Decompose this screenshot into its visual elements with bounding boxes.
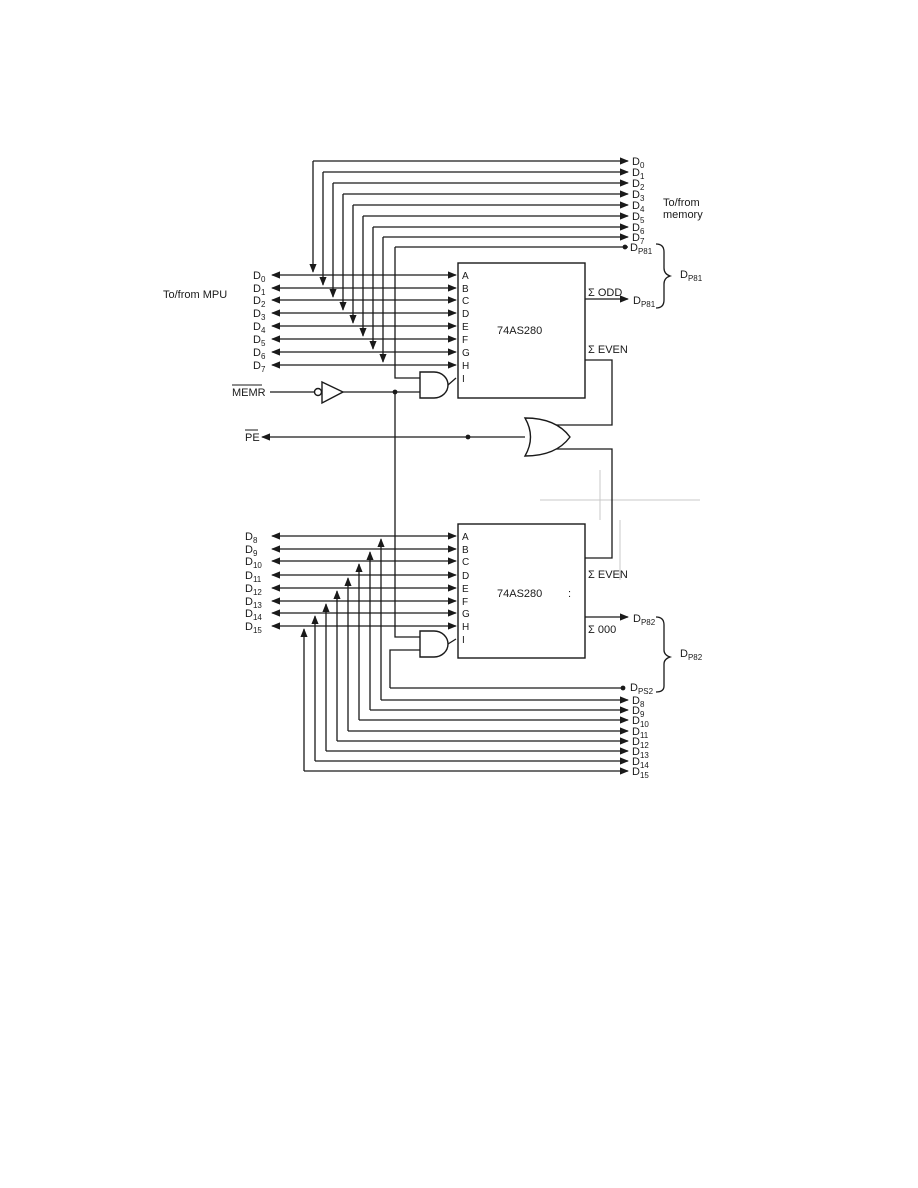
memr-inverter-buffer <box>321 380 345 405</box>
dp81-out-label: DP81 <box>633 295 656 309</box>
dps2-to-bottom-and <box>389 649 420 688</box>
memory-bit-label-d13: D13 <box>632 746 649 760</box>
mpu-bit-label-d3: D3 <box>253 308 266 322</box>
mpu-bit-label-d1: D1 <box>253 283 266 297</box>
dp81-junction <box>622 244 628 250</box>
memr-label: MEMR <box>232 387 266 399</box>
wire-layer <box>261 157 629 775</box>
mpu-bit-label-d2: D2 <box>253 295 266 309</box>
memory-bit-label-d5: D5 <box>632 211 645 225</box>
bottom-chip-pin-b: B <box>462 545 469 556</box>
scan-artifacts <box>540 470 700 580</box>
top-chip-pin-i: I <box>462 374 465 385</box>
memory-bit-label-d2: D2 <box>632 178 645 192</box>
bottom-chip-pin-c: C <box>462 557 469 568</box>
memory-bit-label-d10: D10 <box>632 715 649 729</box>
top-chip-pin-d: D <box>462 309 469 320</box>
bottom-chip-pin-a: A <box>462 532 469 543</box>
bottom-chip-name: 74AS280 <box>497 588 542 600</box>
mpu-bit-label-d14: D14 <box>245 608 262 622</box>
dp82-out-label: DP82 <box>633 613 656 627</box>
mpu-bit-label-d12: D12 <box>245 583 262 597</box>
memory-bit-label-d12: D12 <box>632 736 649 750</box>
mpu-bit-label-d7: D7 <box>253 360 266 374</box>
dp81-brace-label: DP81 <box>680 269 703 283</box>
top-parity-chip <box>457 262 586 399</box>
top-chip-pin-b: B <box>462 284 469 295</box>
dp81-top-label: DP81 <box>630 242 653 256</box>
top-chip-pin-c: C <box>462 296 469 307</box>
bottom-chip-pin-e: E <box>462 584 469 595</box>
bottom-parity-chip <box>457 523 586 659</box>
pe-junction <box>465 434 471 440</box>
inverter-bubble <box>313 387 323 397</box>
dp82-brace <box>655 616 673 693</box>
mpu-bit-label-d13: D13 <box>245 596 262 610</box>
memory-bit-label-d9: D9 <box>632 705 645 719</box>
memory-bit-label-d8: D8 <box>632 695 645 709</box>
to-from-memory-label-2: memory <box>663 209 703 221</box>
pe-label: PE <box>245 432 260 444</box>
top-chip-name: 74AS280 <box>497 325 542 337</box>
bottom-chip-colon: : <box>568 588 571 600</box>
mpu-bit-label-d10: D10 <box>245 556 262 570</box>
top-and-gate <box>419 371 449 399</box>
memory-bit-label-d4: D4 <box>632 200 645 214</box>
bottom-and-gate <box>419 630 449 658</box>
bottom-even-to-or <box>531 448 613 559</box>
bottom-and-output <box>447 638 457 645</box>
dps2-junction <box>620 685 626 691</box>
mpu-bit-label-d15: D15 <box>245 621 262 635</box>
mpu-bit-label-d4: D4 <box>253 321 266 335</box>
memr-to-bottom-and <box>394 392 420 638</box>
bottom-chip-pin-h: H <box>462 622 469 633</box>
dps2-label: DPS2 <box>630 682 654 696</box>
memory-bit-label-d15: D15 <box>632 766 649 780</box>
bottom-chip-pin-f: F <box>462 597 468 608</box>
top-chip-pin-h: H <box>462 361 469 372</box>
memory-bit-label-d3: D3 <box>632 189 645 203</box>
mpu-bit-label-d6: D6 <box>253 347 266 361</box>
bit-labels: D0D0D1D1D2D2D3D3D4D4D5D5D6D6D7D7D8D8D9D9… <box>245 156 649 780</box>
to-from-memory-label-1: To/from <box>663 197 700 209</box>
bottom-chip-pin-i: I <box>462 635 465 646</box>
bottom-chip-pin-d: D <box>462 571 469 582</box>
bottom-chip-odd-output-label: Σ 000 <box>588 624 616 636</box>
top-chip-pin-g: G <box>462 348 470 359</box>
memory-bit-label-d7: D7 <box>632 232 645 246</box>
dp81-to-and-gate <box>394 247 420 379</box>
mpu-bit-label-d0: D0 <box>253 270 266 284</box>
top-chip-pin-e: E <box>462 322 469 333</box>
mpu-bit-label-d8: D8 <box>245 531 258 545</box>
memory-bit-label-d0: D0 <box>632 156 645 170</box>
mpu-bit-label-d11: D11 <box>245 570 262 584</box>
top-chip-pin-a: A <box>462 271 469 282</box>
top-chip-even-output-label: Σ EVEN <box>588 344 628 356</box>
memory-bit-label-d14: D14 <box>632 756 649 770</box>
memory-bit-label-d11: D11 <box>632 726 649 740</box>
to-from-mpu-label: To/from MPU <box>163 289 227 301</box>
dp81-brace <box>655 243 673 309</box>
top-even-to-or <box>531 359 613 426</box>
bottom-chip-even-output-label: Σ EVEN <box>588 569 628 581</box>
top-and-output <box>447 377 457 386</box>
dp82-brace-label: DP82 <box>680 648 703 662</box>
memory-bit-label-d1: D1 <box>632 167 645 181</box>
bottom-chip-pin-g: G <box>462 609 470 620</box>
mpu-bit-label-d9: D9 <box>245 544 258 558</box>
or-gate <box>523 417 571 457</box>
memory-bit-label-d6: D6 <box>632 222 645 236</box>
top-chip-pin-f: F <box>462 335 468 346</box>
top-chip-odd-output-label: Σ ODD <box>588 287 622 299</box>
mpu-bit-label-d5: D5 <box>253 334 266 348</box>
